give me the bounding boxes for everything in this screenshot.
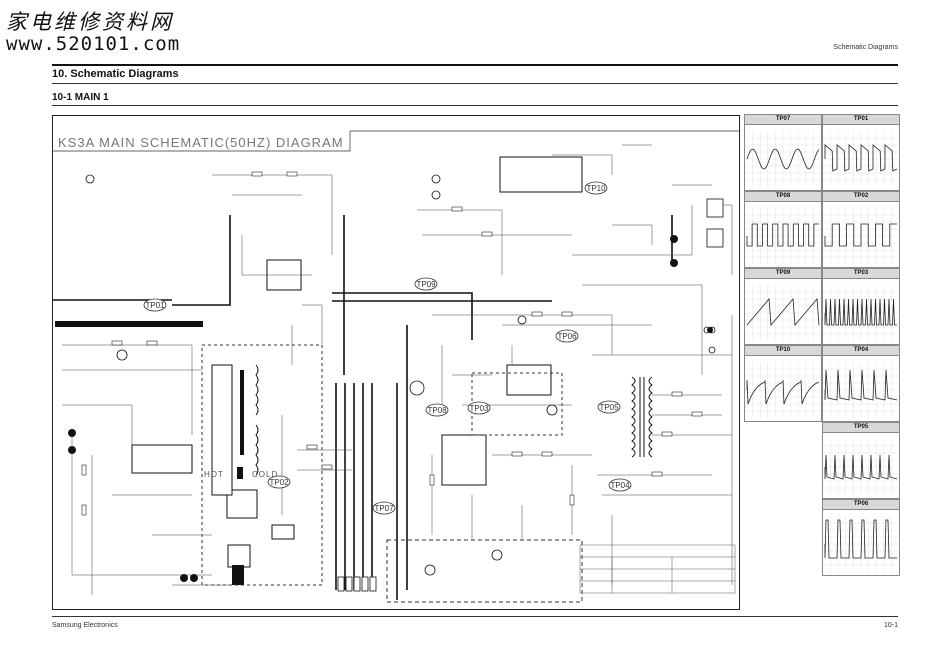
tp01-callout: TP01 xyxy=(145,301,165,310)
subsection-rule xyxy=(52,105,898,106)
footer-rule xyxy=(52,616,898,617)
waveform-trace xyxy=(745,208,821,264)
tp09-callout: TP09 xyxy=(416,280,436,289)
watermark-url: www.520101.com xyxy=(6,33,181,55)
tp06-callout: TP06 xyxy=(557,332,577,341)
header-rule xyxy=(52,64,898,66)
waveform-label: TP07 xyxy=(745,115,821,125)
waveform-trace xyxy=(745,285,821,341)
waveform-panel-tp05: TP05 xyxy=(822,422,900,499)
waveform-trace xyxy=(745,362,821,418)
waveform-panel-tp07: TP07 xyxy=(744,114,822,191)
waveform-trace xyxy=(823,131,899,187)
waveform-trace xyxy=(823,362,899,418)
waveform-panel-tp06: TP06 xyxy=(822,499,900,576)
tp08-callout: TP08 xyxy=(427,406,447,415)
tp03-callout: TP03 xyxy=(469,404,489,413)
waveform-panel-tp01: TP01 xyxy=(822,114,900,191)
waveform-trace xyxy=(823,439,899,495)
footer-company: Samsung Electronics xyxy=(52,622,118,629)
subsection-title: 10-1 MAIN 1 xyxy=(52,92,109,103)
waveform-trace xyxy=(745,131,821,187)
tp07-callout: TP07 xyxy=(374,504,394,513)
hot-region-label: HOT xyxy=(204,470,224,479)
waveform-trace xyxy=(823,516,899,572)
tp10-callout: TP10 xyxy=(586,184,606,193)
waveform-label: TP06 xyxy=(823,500,899,510)
waveform-label: TP05 xyxy=(823,423,899,433)
cold-region-label: COLD xyxy=(252,470,278,479)
waveform-label: TP10 xyxy=(745,346,821,356)
waveform-label: TP08 xyxy=(745,192,821,202)
waveform-trace xyxy=(823,208,899,264)
waveform-trace xyxy=(823,285,899,341)
tp04-callout: TP04 xyxy=(610,481,630,490)
waveform-panel-tp04: TP04 xyxy=(822,345,900,422)
section-title: 10. Schematic Diagrams xyxy=(52,68,179,80)
tp02-callout: TP02 xyxy=(269,478,289,487)
waveform-panel-tp09: TP09 xyxy=(744,268,822,345)
waveform-label: TP04 xyxy=(823,346,899,356)
schematic-title: KS3A MAIN SCHEMATIC(50HZ) DIAGRAM xyxy=(58,135,344,150)
running-header: Schematic Diagrams xyxy=(833,44,898,51)
waveform-panel-tp02: TP02 xyxy=(822,191,900,268)
tp05-callout: TP05 xyxy=(599,403,619,412)
footer-page-number: 10-1 xyxy=(883,622,898,629)
waveform-label: TP01 xyxy=(823,115,899,125)
waveform-panel-tp08: TP08 xyxy=(744,191,822,268)
schematic-diagram: KS3A MAIN SCHEMATIC(50HZ) DIAGRAM xyxy=(52,115,740,610)
waveform-panel-tp03: TP03 xyxy=(822,268,900,345)
waveform-label: TP02 xyxy=(823,192,899,202)
watermark-chinese: 家电维修资料网 xyxy=(6,10,174,34)
waveform-label: TP03 xyxy=(823,269,899,279)
waveform-label: TP09 xyxy=(745,269,821,279)
waveform-panel-tp10: TP10 xyxy=(744,345,822,422)
section-rule xyxy=(52,83,898,84)
